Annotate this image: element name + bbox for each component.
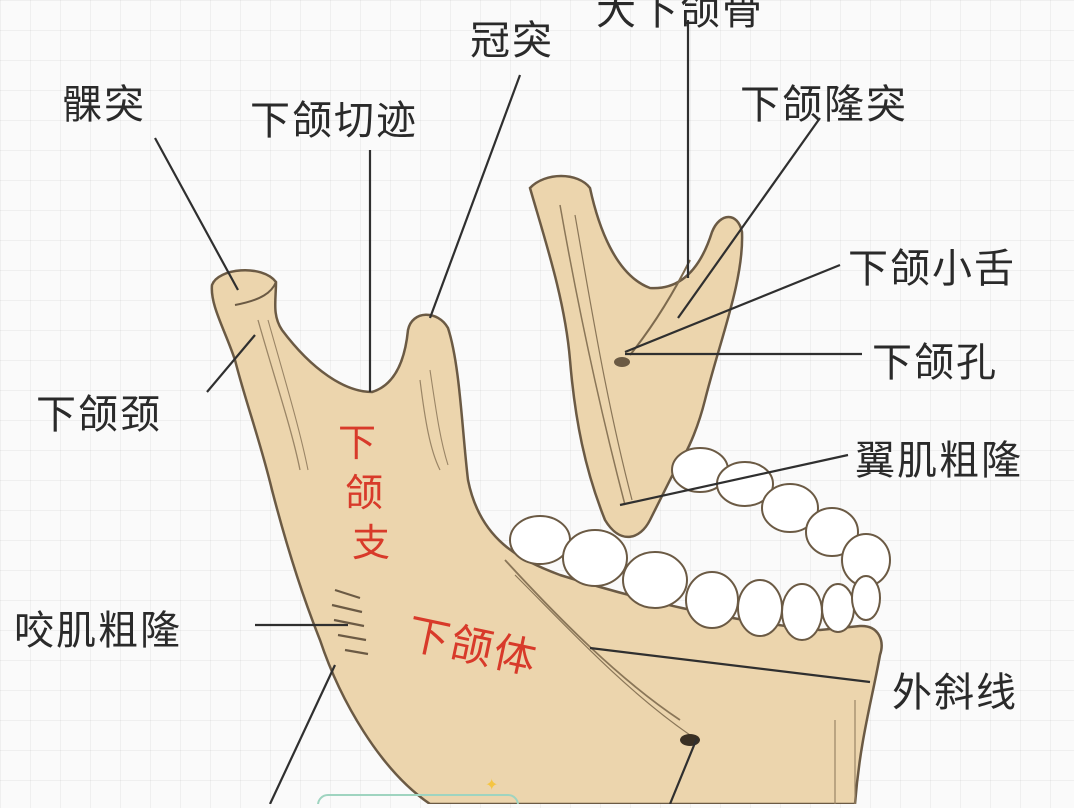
label-pterygoid-tuberosity: 翼肌粗隆 bbox=[855, 428, 1023, 486]
label-ramus-1: 下 bbox=[338, 412, 378, 467]
label-condylar-process: 髁突 bbox=[62, 72, 146, 130]
label-mandibular-foramen: 下颌孔 bbox=[872, 330, 998, 388]
label-ramus-2: 颌 bbox=[345, 462, 385, 517]
label-lingula: 下颌小舌 bbox=[848, 236, 1016, 294]
label-oblique-line: 外斜线 bbox=[892, 660, 1018, 718]
label-coronoid-process: 冠突 bbox=[470, 8, 554, 66]
sparkle-icon: ✦ bbox=[485, 775, 498, 794]
label-mandibular-notch: 下颌切迹 bbox=[250, 88, 418, 146]
label-masseteric-tuberosity: 咬肌粗隆 bbox=[14, 598, 182, 656]
label-mandibular-neck: 下颌颈 bbox=[36, 382, 162, 440]
label-partial-top: 大下颌骨 bbox=[596, 0, 764, 36]
foramen-hole bbox=[614, 357, 630, 367]
label-ramus-3: 支 bbox=[352, 512, 392, 567]
label-mandibular-torus: 下颌隆突 bbox=[740, 72, 908, 130]
